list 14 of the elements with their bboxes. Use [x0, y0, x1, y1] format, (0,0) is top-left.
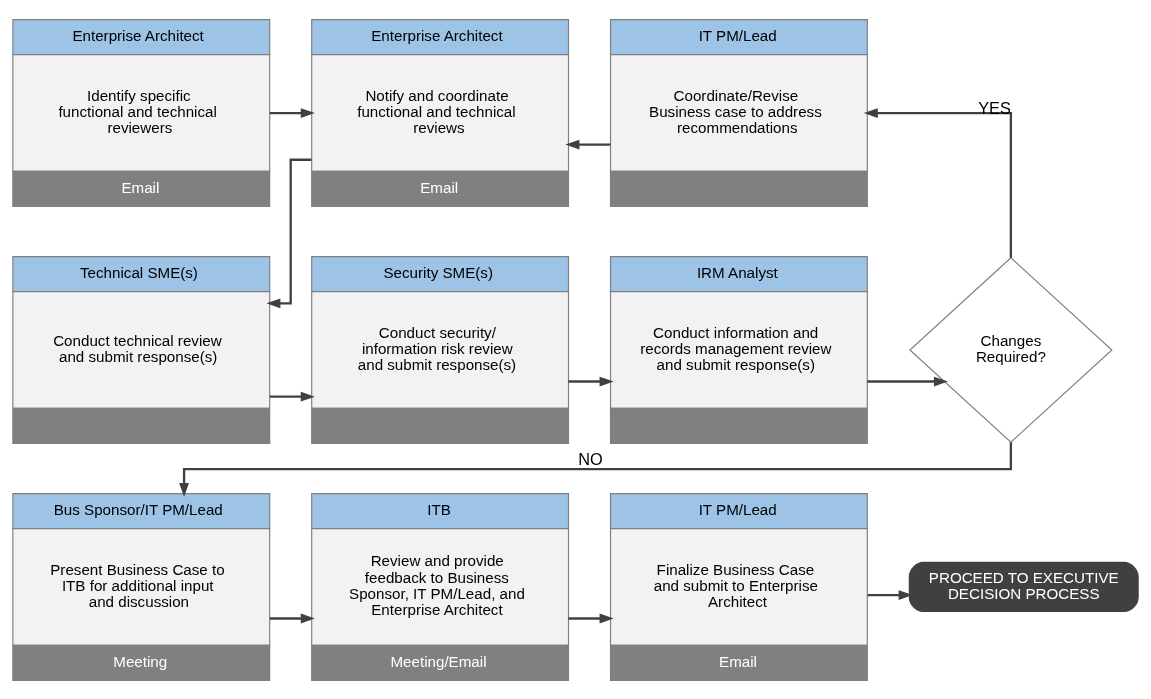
edge-label: YES: [978, 98, 1011, 117]
arrow: [269, 391, 315, 402]
arrow: [568, 613, 614, 623]
arrow: [269, 613, 315, 623]
arrow: [867, 376, 948, 386]
edge-label: NO: [578, 449, 603, 468]
arrow: [565, 139, 611, 149]
arrow: [266, 158, 312, 308]
node-diamond: Changes Required?: [909, 256, 1113, 443]
arrow: [863, 107, 1013, 258]
node-box: PROCEED TO EXECUTIVE DECISION PROCESS: [908, 561, 1139, 612]
arrow: [568, 376, 614, 386]
arrow: [269, 107, 315, 118]
arrow: [179, 441, 1013, 497]
